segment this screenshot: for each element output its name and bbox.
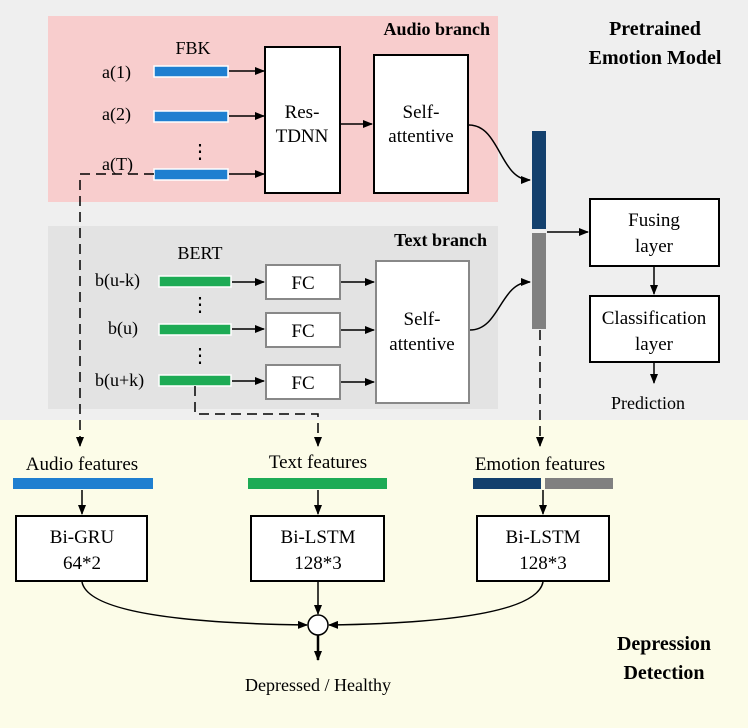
fusing-layer-box [589, 198, 720, 267]
audio-input-bar-2 [153, 110, 229, 123]
emotion-features-bar-audio [473, 478, 541, 489]
text-ellipsis-1: ⋮ [190, 294, 210, 316]
bi-gru-box [15, 515, 148, 582]
text-input-label-1: b(u-k) [95, 270, 140, 291]
dashed-audio-tap [76, 173, 154, 447]
arrow-lstm-emotion-to-combine [328, 581, 544, 629]
dashed-text-tap [194, 386, 322, 447]
depression-title-line2: Detection [623, 662, 704, 684]
fc-box-2 [265, 312, 341, 348]
text-input-bar-3 [158, 374, 232, 387]
audio-input-bar-1 [153, 65, 229, 78]
pretrained-title-line1: Pretrained [609, 18, 701, 40]
text-input-bar-2 [158, 323, 232, 336]
audio-self-attentive-line1: Self- [403, 102, 440, 123]
text-self-attentive-line1: Self- [404, 309, 441, 330]
arrow-audio-selfatt-to-emotion-vec [468, 124, 531, 184]
res-tdnn-label-line1: Res- [285, 102, 320, 123]
audio-branch-title: Audio branch [383, 19, 490, 39]
audio-features-bar [13, 478, 153, 489]
audio-input-label-1: a(1) [102, 62, 131, 83]
text-input-bar-1 [158, 275, 232, 288]
audio-input-bar-t [153, 168, 229, 181]
classification-layer-box [589, 295, 720, 363]
fbk-label: FBK [175, 38, 210, 58]
prediction-label: Prediction [611, 393, 685, 413]
text-ellipsis-2: ⋮ [190, 345, 210, 367]
emotion-features-bar-text [545, 478, 613, 489]
bi-lstm-emotion-line2: 128*3 [519, 553, 567, 574]
audio-input-label-t: a(T) [102, 154, 133, 175]
res-tdnn-box [264, 46, 341, 194]
bi-gru-line2: 64*2 [63, 553, 101, 574]
text-features-label: Text features [269, 452, 367, 473]
fc-box-3 [265, 364, 341, 400]
bert-label: BERT [178, 243, 223, 263]
bi-lstm-emotion-box [476, 515, 610, 582]
pretrained-title-line2: Emotion Model [589, 47, 722, 69]
bi-lstm-text-line1: Bi-LSTM [281, 527, 356, 548]
bi-gru-line1: Bi-GRU [50, 527, 115, 548]
fc-box-1 [265, 264, 341, 300]
audio-self-attentive-box [373, 54, 469, 194]
audio-ellipsis: ⋮ [190, 141, 210, 163]
emotion-vector-audio-part [532, 131, 546, 229]
bi-lstm-emotion-line1: Bi-LSTM [506, 527, 581, 548]
emotion-vector-text-part [532, 233, 546, 329]
res-tdnn-label-line2: TDNN [276, 126, 329, 147]
emotion-features-label: Emotion features [475, 454, 605, 475]
combine-node [307, 614, 329, 636]
text-self-attentive-line2: attentive [389, 334, 454, 355]
text-input-label-2: b(u) [108, 318, 138, 339]
bi-lstm-text-box [250, 515, 385, 582]
audio-features-label: Audio features [26, 454, 138, 475]
bi-lstm-text-line2: 128*3 [294, 553, 342, 574]
fusing-layer-line2: layer [635, 236, 674, 257]
depression-title-line1: Depression [617, 633, 711, 655]
arrow-gru-to-combine [81, 581, 308, 629]
text-branch-title: Text branch [394, 230, 487, 250]
classification-layer-line2: layer [635, 334, 674, 355]
fc-label-1: FC [291, 273, 314, 294]
fusing-layer-line1: Fusing [628, 210, 680, 231]
text-self-attentive-box [375, 260, 470, 404]
output-label: Depressed / Healthy [245, 675, 391, 695]
text-features-bar [248, 478, 387, 489]
classification-layer-line1: Classification [602, 308, 707, 329]
fc-label-3: FC [291, 373, 314, 394]
audio-input-label-2: a(2) [102, 104, 131, 125]
fc-label-2: FC [291, 321, 314, 342]
text-input-label-3: b(u+k) [95, 370, 144, 391]
arrow-text-selfatt-to-emotion-vec [469, 278, 531, 331]
audio-self-attentive-line2: attentive [388, 126, 453, 147]
